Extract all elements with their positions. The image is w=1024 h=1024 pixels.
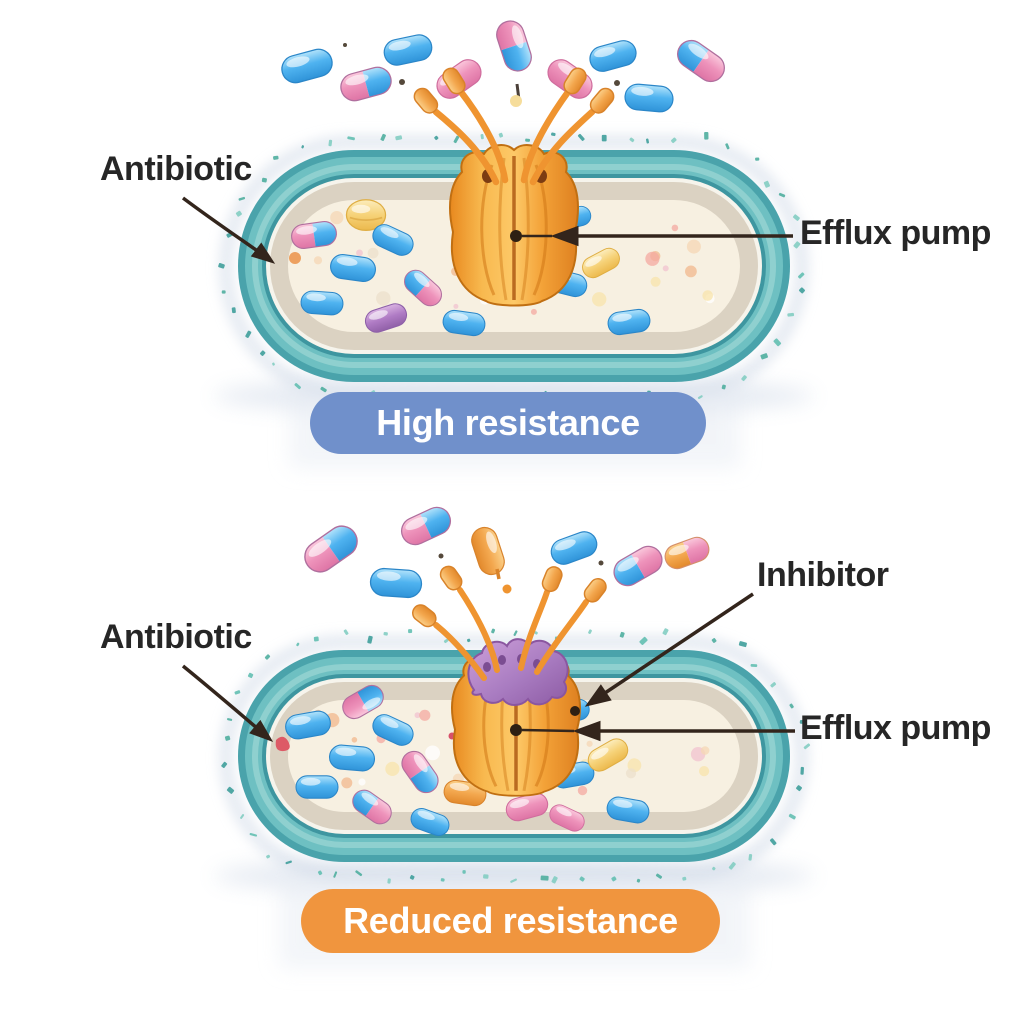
high-resistance-badge: High resistance xyxy=(310,392,706,454)
panel-reduced-resistance xyxy=(181,503,814,968)
antibiotic-arrowhead xyxy=(250,242,276,264)
floating-antibiotics-bottom xyxy=(299,503,712,599)
annotation-arrows-top xyxy=(181,196,793,264)
membrane-speckles xyxy=(221,628,811,884)
reduced-resistance-badge: Reduced resistance xyxy=(301,889,720,953)
blocked-efflux-arrows-bottom xyxy=(412,565,607,681)
pump-anchor-dot xyxy=(510,724,522,736)
expelled-antibiotics-top xyxy=(278,18,730,114)
antibiotic-label-top: Antibiotic xyxy=(100,150,252,188)
inhibitor-label: Inhibitor xyxy=(757,556,889,594)
antibiotic-arrowhead xyxy=(249,719,274,742)
efflux-ejection-arrows-top xyxy=(413,67,615,186)
antibiotic-label-bottom: Antibiotic xyxy=(100,618,252,656)
pump-anchor-dot xyxy=(510,230,522,242)
inhibitor-pointer-line xyxy=(595,592,754,701)
efflux-arrowhead xyxy=(550,225,579,247)
efflux-pump-label-bottom: Efflux pump xyxy=(800,709,991,747)
intracellular-antibiotics-top xyxy=(289,198,652,338)
efflux-pump-top xyxy=(448,143,580,308)
inhibitor-arrowhead xyxy=(584,684,612,707)
inhibitor-anchor-dot xyxy=(570,706,580,716)
efflux-arrowhead xyxy=(572,720,601,742)
annotation-arrows-bottom xyxy=(181,592,795,742)
efflux-pump-label-top: Efflux pump xyxy=(800,214,991,252)
